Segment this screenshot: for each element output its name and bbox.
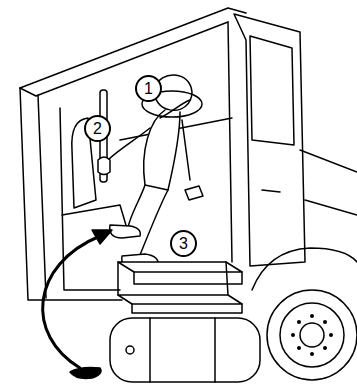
cab-roof-edge xyxy=(20,22,228,96)
step-bracket xyxy=(118,262,228,295)
wheel xyxy=(267,290,357,380)
rim xyxy=(280,303,344,367)
hood xyxy=(300,150,357,172)
shoe xyxy=(110,225,141,238)
door-window xyxy=(250,36,294,145)
steering-column xyxy=(182,120,190,180)
arrow-head xyxy=(92,230,112,244)
tank-cap xyxy=(126,346,134,354)
cab-roof xyxy=(20,8,246,88)
motion-arrow xyxy=(43,236,100,368)
callout-number: 3 xyxy=(179,235,188,253)
fender xyxy=(252,248,357,290)
upper-step-face xyxy=(134,272,242,284)
person-torso xyxy=(144,110,180,190)
cab-back-wall xyxy=(20,88,122,300)
fuel-tank xyxy=(110,318,260,382)
person-arm xyxy=(108,128,150,160)
upper-step xyxy=(118,262,242,272)
tank-strap xyxy=(150,318,215,382)
lower-step xyxy=(118,295,242,304)
footprint xyxy=(70,368,101,379)
callout-number: 2 xyxy=(93,120,102,138)
callout-number: 1 xyxy=(144,80,153,98)
lug-nuts xyxy=(291,314,333,356)
hub xyxy=(300,323,324,347)
front-pillar xyxy=(228,22,232,262)
callout-circle: 2 xyxy=(84,115,111,142)
open-door xyxy=(234,14,305,266)
door-opening xyxy=(60,108,120,290)
person-legs xyxy=(128,185,168,255)
cab-rear-edge xyxy=(38,95,46,298)
pedal xyxy=(185,186,203,200)
callout-circle: 3 xyxy=(170,230,197,257)
lower-step-face xyxy=(132,304,242,313)
callout-circle: 1 xyxy=(135,75,162,102)
hood-line xyxy=(305,200,357,215)
door-handle xyxy=(262,190,280,192)
hand xyxy=(98,157,110,175)
